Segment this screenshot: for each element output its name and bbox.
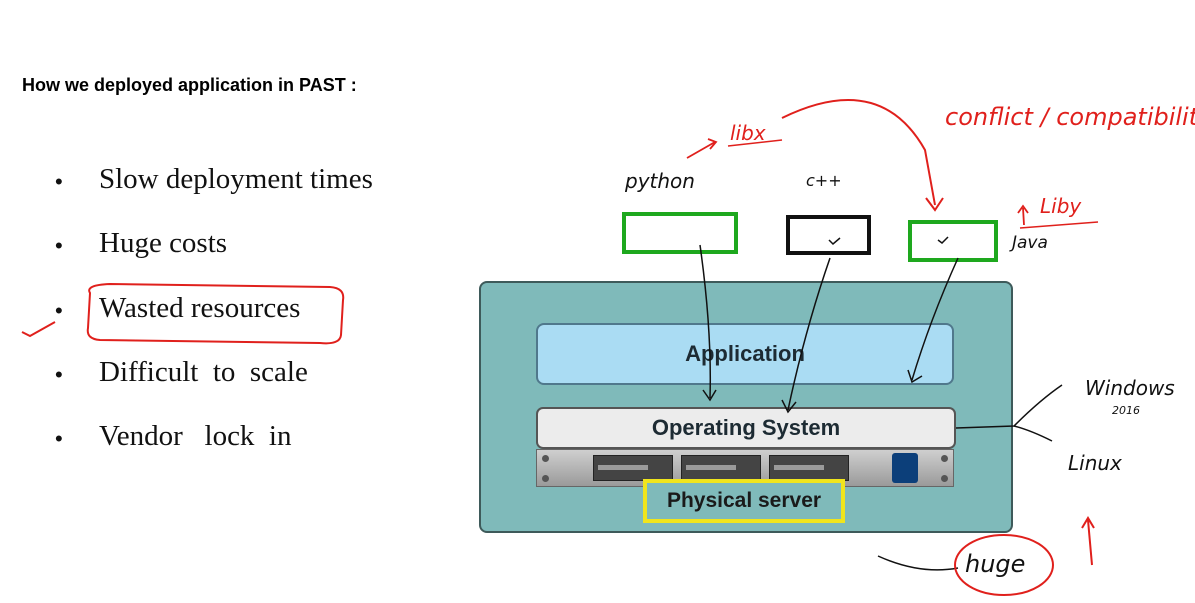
libx-label: libx [730,121,766,145]
bullet-text: Difficult to scale [99,356,308,388]
up-arrow-icon [1081,516,1095,566]
application-layer: Application [536,323,954,385]
bullet-item: • Huge costs [55,227,227,359]
drive-bay [769,455,849,481]
bullet-text: Vendor lock in [99,420,292,452]
server-rack [536,449,954,487]
operating-system-layer: Operating System [536,407,956,449]
bullet-text: Slow deployment times [99,163,373,195]
rack-screw [542,475,549,482]
conflict-arrow [781,99,936,206]
bullet-text: Wasted resources [99,292,301,324]
bullet-dot: • [55,169,63,194]
huge-pointer-line [877,555,959,571]
rack-screw [941,455,948,462]
bullet-item: • Difficult to scale [55,356,308,488]
java-app-box [908,220,998,262]
huge-label: huge [965,550,1025,578]
liby-underline [1019,221,1099,229]
os-branch-line [1013,425,1053,442]
python-label: python [624,169,695,193]
rack-screw [542,455,549,462]
bullet-dot: • [55,426,63,451]
drive-bay [681,455,761,481]
power-button [892,453,918,483]
bullet-item: • Slow deployment times [55,163,373,295]
bullet-dot: • [55,298,63,323]
conflict-arrowhead [925,197,944,212]
linux-label: Linux [1068,451,1122,475]
cpp-app-box [786,215,871,255]
red-checkmark [21,321,56,338]
conflict-label: conflict / compatibility [945,103,1195,131]
python-app-box [622,212,738,254]
libx-arrow [686,138,718,159]
bullet-dot: • [55,362,63,387]
cpp-label: c++ [806,171,842,190]
java-label: Java [1009,233,1048,253]
bullet-dot: • [55,233,63,258]
rack-screw [941,475,948,482]
liby-label: Liby [1040,194,1082,218]
bullet-text: Huge costs [99,227,228,259]
drive-bay [593,455,673,481]
windows-label: Windows [1085,376,1175,400]
huge-circle [954,534,1054,596]
liby-arrow [1017,204,1029,226]
bullet-item: • Vendor lock in [55,420,292,552]
page-heading: How we deployed application in PAST : [22,75,357,95]
libx-underline [727,139,783,147]
windows-year-label: 2016 [1112,404,1140,417]
physical-server-label: Physical server [643,479,845,523]
